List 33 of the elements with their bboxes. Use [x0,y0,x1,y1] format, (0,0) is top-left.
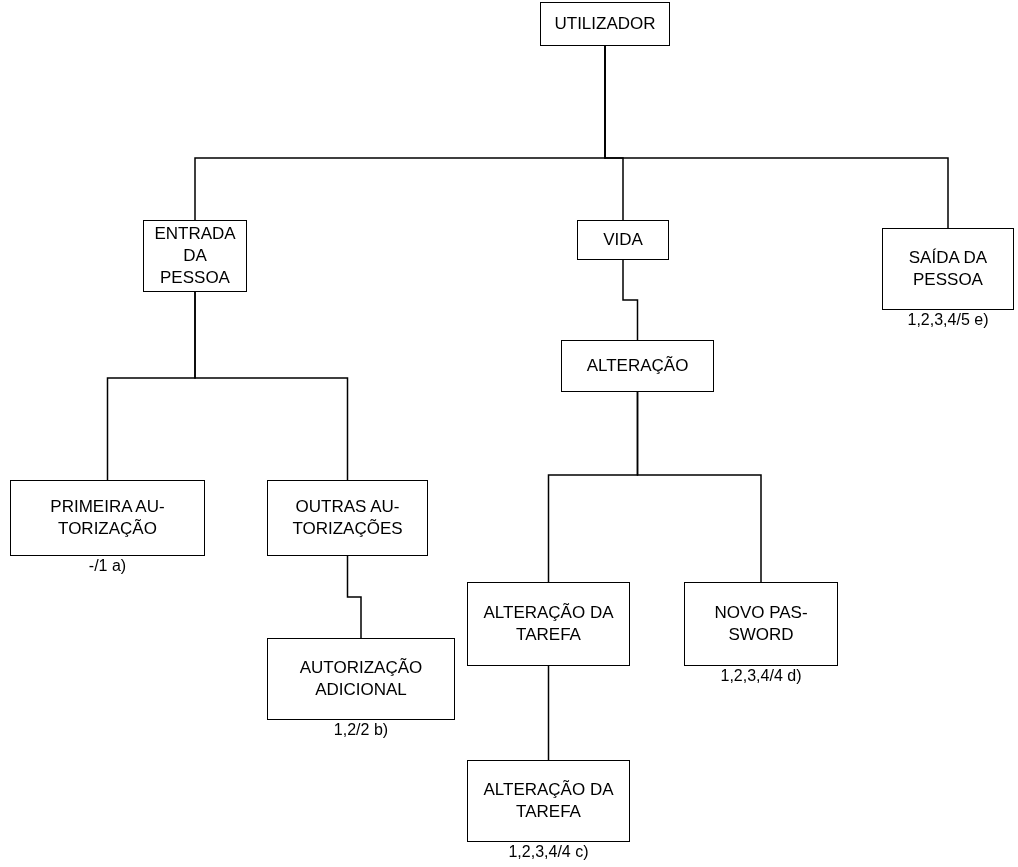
process-box [267,638,455,720]
connector-line [547,665,550,761]
process-box [684,582,838,666]
connector-line [346,555,362,639]
box-label: VIDA [603,228,643,251]
connector-line [604,45,949,229]
process-box [882,228,1014,310]
node-caption: -/1 a) [88,556,127,576]
process-box [10,480,205,556]
connector-line [194,291,349,481]
box-label: PRIMEIRA AU- TORIZAÇÃO [49,495,166,540]
node-caption: 1,2,3,4/5 e) [907,310,989,330]
connector-line [636,391,762,583]
node-caption: 1,2,3,4/4 d) [720,666,802,686]
process-box [467,760,630,842]
connector-line [622,259,639,341]
box-label: ALTERAÇÃO [586,354,689,377]
process-box [143,220,247,292]
process-box [561,340,714,392]
box-label: ALTERAÇÃO DA TAREFA [482,601,615,646]
box-label: OUTRAS AU- TORIZAÇÕES [291,495,404,540]
process-box [577,220,669,260]
node-caption: 1,2/2 b) [333,720,389,740]
node-caption: 1,2,3,4/4 c) [508,842,589,862]
box-label: ALTERAÇÃO DA TAREFA [482,778,615,823]
process-box [467,582,630,666]
box-label: NOVO PAS- SWORD [713,601,809,646]
box-label: AUTORIZAÇÃO ADICIONAL [298,656,424,701]
box-label: SAÍDA DA PESSOA [907,246,989,291]
process-box [540,2,670,46]
box-label: UTILIZADOR [554,12,656,35]
process-box [267,480,428,556]
box-label: ENTRADA DA PESSOA [153,222,237,290]
